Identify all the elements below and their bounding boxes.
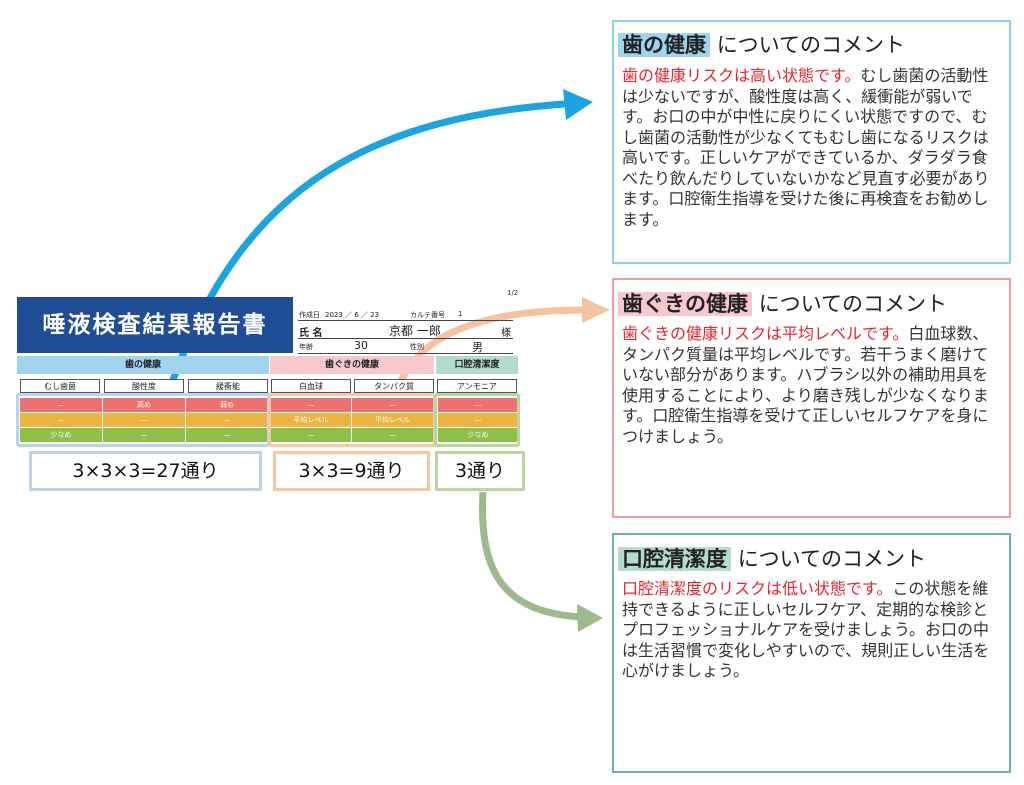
table-cell: —: [438, 398, 518, 412]
comment-body: 歯ぐきの健康リスクは平均レベルです。白血球数、タンパク質量は平均レベルです。若干…: [622, 324, 1002, 447]
comment-box-gum: 歯ぐきの健康 についてのコメント 歯ぐきの健康リスクは平均レベルです。白血球数、…: [612, 278, 1011, 518]
combo-count-clean: 3通り: [435, 451, 525, 491]
sex-value: 男: [472, 341, 483, 354]
table-cell: —: [438, 413, 518, 427]
honorific: 様: [501, 328, 511, 339]
combo-count-teeth: 3×3×3=27通り: [29, 451, 262, 491]
comment-heading: 歯の健康 についてのコメント: [618, 29, 905, 59]
table-cell: —: [20, 413, 102, 427]
table-cell: —: [186, 428, 268, 442]
table-cell: —: [20, 398, 102, 412]
comment-text: むし歯菌の活動性は少ないですが、酸性度は高く、緩衝能が弱いです。お口の中が中性に…: [622, 66, 990, 229]
column-header: 白血球: [271, 379, 351, 393]
comment-lead: 口腔清潔度のリスクは低い状態です。: [622, 579, 893, 598]
category-teeth: 歯の健康: [17, 356, 269, 374]
table-cell: —: [352, 428, 433, 442]
category-gum: 歯ぐきの健康: [270, 356, 434, 374]
table-cell: —: [103, 428, 185, 442]
comment-title: 口腔清潔度: [618, 547, 731, 571]
chart-no-value: 1: [458, 310, 463, 318]
name-label: 氏 名: [299, 328, 323, 339]
page-number: 1/2: [507, 289, 519, 297]
arrow-clean: [478, 491, 581, 621]
comment-title: 歯の健康: [618, 33, 710, 57]
table-cell: —: [186, 413, 268, 427]
arrow-clean-head: [577, 604, 603, 632]
comment-lead: 歯の健康リスクは高い状態です。: [622, 66, 861, 85]
comment-suffix: についてのコメント: [737, 547, 927, 571]
created-label: 作成日: [299, 311, 320, 319]
age-label: 年齢: [299, 343, 313, 351]
column-header: アンモニア: [437, 379, 517, 393]
column-header: タンパク質: [354, 379, 434, 393]
sex-label: 性別: [410, 343, 424, 351]
age-value: 30: [354, 339, 368, 352]
arrow-teeth-head: [563, 89, 593, 120]
created-value: 2023 ／ 6 ／ 23: [325, 311, 380, 319]
table-cell: 平均レベル: [352, 413, 433, 427]
comment-body: 歯の健康リスクは高い状態です。むし歯菌の活動性は少ないですが、酸性度は高く、緩衝…: [622, 66, 1002, 230]
comment-suffix: についてのコメント: [758, 292, 948, 316]
comment-suffix: についてのコメント: [716, 33, 906, 57]
column-header: むし歯菌: [20, 379, 100, 393]
group-outline-teeth: [16, 393, 270, 447]
combo-count-gum: 3×3=9通り: [273, 451, 430, 491]
chart-no-label: カルテ番号: [410, 311, 445, 319]
comment-box-clean: 口腔清潔度 についてのコメント 口腔清潔度のリスクは低い状態です。この状態を維持…: [612, 533, 1011, 773]
comment-text: この状態を維持できるように正しいセルフケア、定期的な検診とプロフェッショナルケア…: [622, 579, 990, 680]
group-outline-gum: [268, 393, 436, 447]
group-outline-clean: [434, 393, 520, 447]
table-cell: —: [271, 398, 351, 412]
table-cell: —: [352, 398, 433, 412]
table-cell: 平均レベル: [271, 413, 351, 427]
report-title: 唾液検査結果報告書: [17, 297, 293, 353]
comment-lead: 歯ぐきの健康リスクは平均レベルです。: [622, 324, 909, 343]
comment-body: 口腔清潔度のリスクは低い状態です。この状態を維持できるように正しいセルフケア、定…: [622, 579, 1002, 682]
column-header: 緩衝能: [188, 379, 268, 393]
name-value: 京都 一郎: [389, 324, 441, 338]
comment-text: 白血球数、タンパク質量は平均レベルです。若干うまく磨けていない部分があります。ハ…: [622, 324, 989, 446]
table-cell: 弱め: [186, 398, 268, 412]
table-cell: 高め: [103, 398, 185, 412]
comment-heading: 口腔清潔度 についてのコメント: [618, 543, 926, 573]
comment-box-teeth: 歯の健康 についてのコメント 歯の健康リスクは高い状態です。むし歯菌の活動性は少…: [612, 20, 1011, 264]
comment-title: 歯ぐきの健康: [618, 292, 752, 316]
table-cell: 少なめ: [20, 428, 102, 442]
arrow-gum-head: [582, 297, 610, 323]
column-header: 酸性度: [104, 379, 184, 393]
table-cell: —: [103, 413, 185, 427]
table-cell: 少なめ: [438, 428, 518, 442]
comment-heading: 歯ぐきの健康 についてのコメント: [618, 288, 947, 318]
category-clean: 口腔清潔度: [436, 356, 518, 374]
table-cell: —: [271, 428, 351, 442]
